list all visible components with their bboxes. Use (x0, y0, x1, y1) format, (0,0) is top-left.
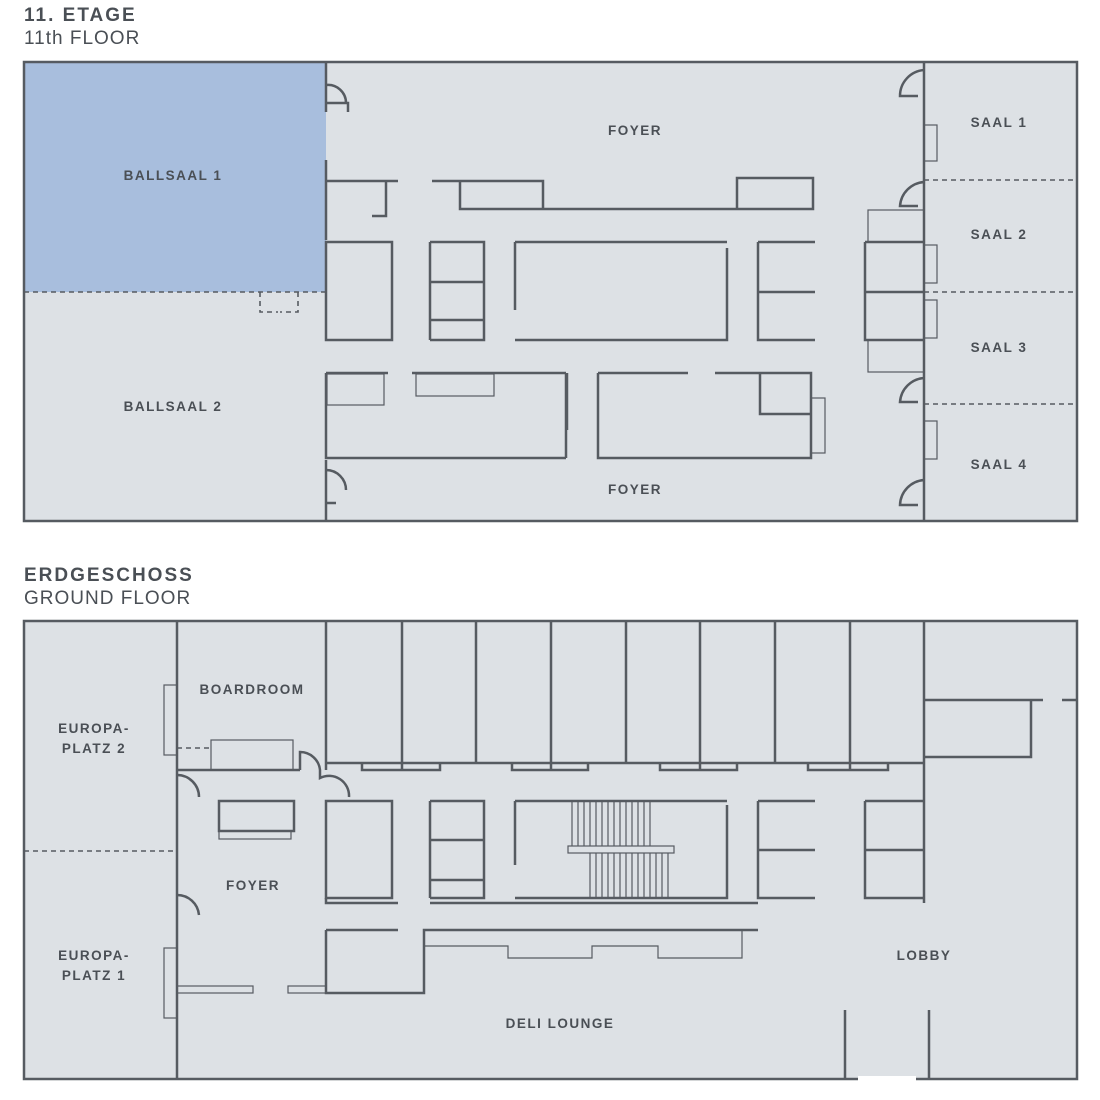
saal-4-label[interactable]: SAAL 4 (971, 457, 1028, 472)
room-labels: BALLSAAL 1 BALLSAAL 2 FOYER FOYER SAAL 1… (58, 115, 1028, 1031)
foyer-bottom-label: FOYER (608, 482, 662, 497)
europaplatz-1-label-line2[interactable]: PLATZ 1 (62, 968, 126, 983)
saal-1-label[interactable]: SAAL 1 (971, 115, 1028, 130)
upper-floor-plan (22, 60, 1079, 523)
upper-floor-subtitle: 11th FLOOR (24, 28, 141, 49)
ground-floor-subtitle: GROUND FLOOR (24, 588, 192, 609)
ground-floor-title: ERDGESCHOSS (24, 565, 194, 586)
foyer-top-label: FOYER (608, 123, 662, 138)
ballsaal-1-label[interactable]: BALLSAAL 1 (124, 168, 223, 183)
europaplatz-2-label-line2[interactable]: PLATZ 2 (62, 741, 126, 756)
lobby-label: LOBBY (897, 948, 952, 963)
saal-3-label[interactable]: SAAL 3 (971, 340, 1028, 355)
upper-floor-title: 11. ETAGE (24, 5, 137, 26)
europaplatz-1-label-line1[interactable]: EUROPA- (58, 948, 130, 963)
ground-foyer-label: FOYER (226, 878, 280, 893)
europaplatz-2-label-line1[interactable]: EUROPA- (58, 721, 130, 736)
ballsaal-2-label[interactable]: BALLSAAL 2 (124, 399, 223, 414)
ground-floor-plan (22, 619, 1079, 1082)
deli-lounge-label[interactable]: DELI LOUNGE (506, 1016, 615, 1031)
ballsaal-1-highlight[interactable] (25, 63, 326, 292)
boardroom-label[interactable]: BOARDROOM (200, 682, 305, 697)
saal-2-label[interactable]: SAAL 2 (971, 227, 1028, 242)
staircase (567, 801, 675, 898)
